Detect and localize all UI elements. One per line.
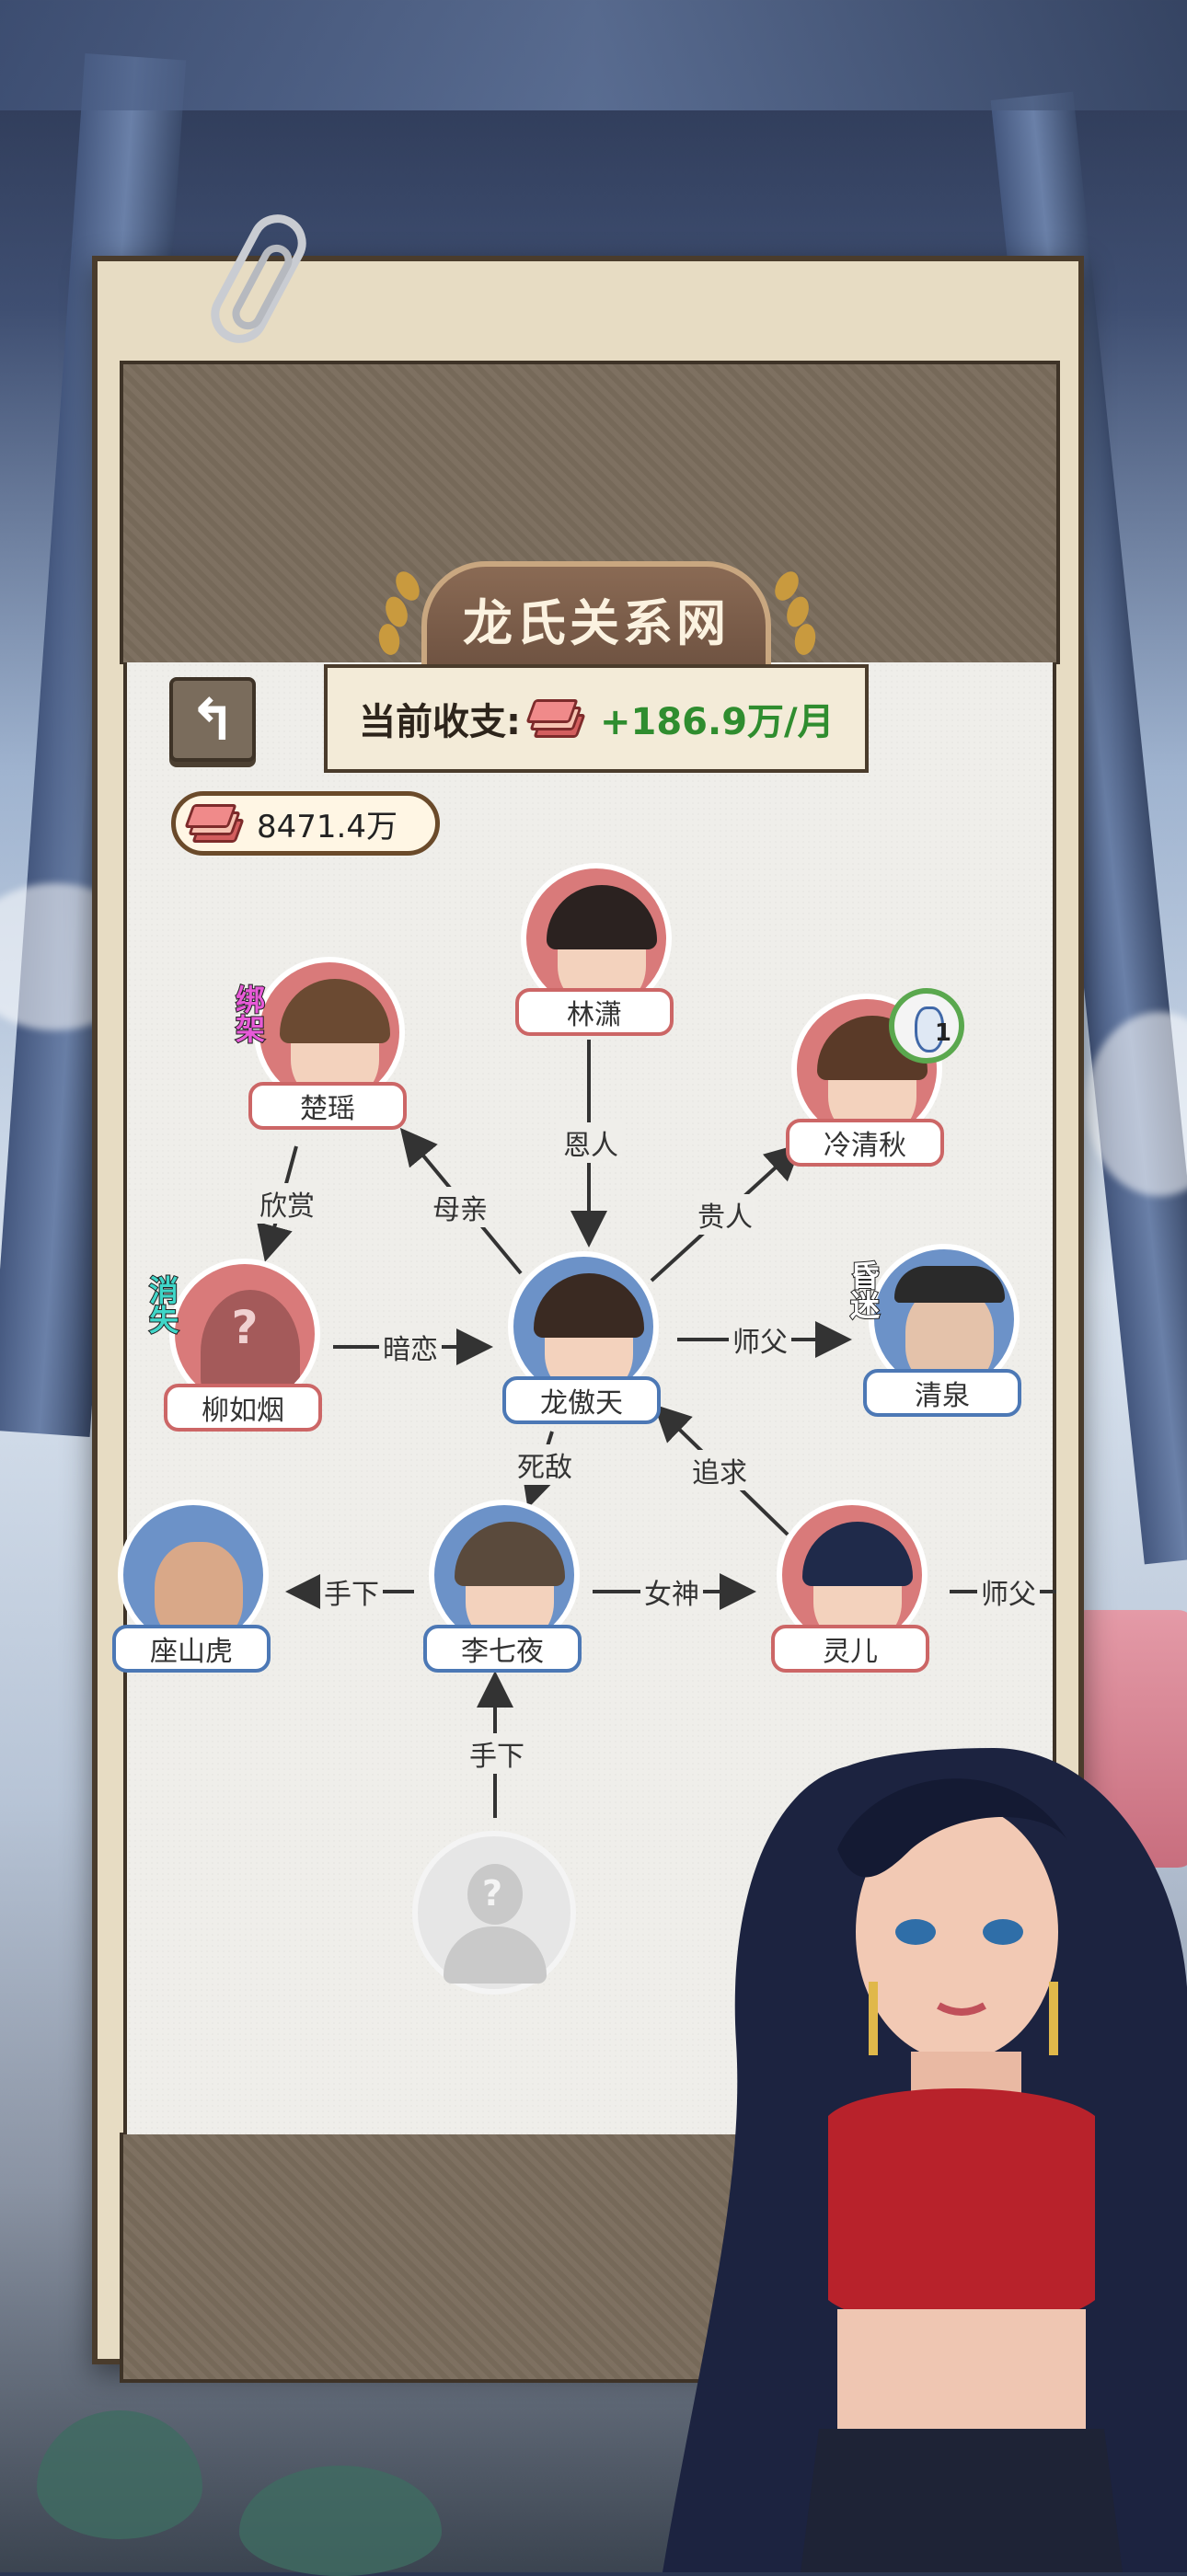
name-tag: 柳如烟	[164, 1384, 322, 1432]
character-node-linxiao[interactable]: 林潇	[502, 863, 686, 1047]
background-beam-top	[0, 0, 1187, 110]
edge-label-shifu1: 师父	[729, 1319, 791, 1360]
character-node-liqiye[interactable]: 李七夜	[410, 1500, 594, 1684]
edge-label-shouxia2: 手下	[466, 1733, 528, 1774]
vase-item-badge[interactable]: 1	[889, 988, 964, 1064]
name-tag: 灵儿	[771, 1625, 929, 1673]
edge-label-shifu2: 师父	[977, 1571, 1040, 1612]
edge-label-muqin: 母亲	[429, 1187, 491, 1227]
background-leaf	[239, 2466, 442, 2576]
background-leaf	[37, 2410, 202, 2539]
character-node-linger[interactable]: 灵儿	[758, 1500, 942, 1684]
edge-label-xinshang: 欣赏	[256, 1183, 318, 1224]
page-title: 龙氏关系网	[463, 592, 730, 652]
status-badge-coma: 昏迷	[845, 1259, 882, 1320]
status-badge-kidnapped: 绑架	[230, 983, 267, 1044]
name-tag: 龙傲天	[502, 1376, 661, 1424]
character-node-zuoshanhu[interactable]: 座山虎	[99, 1500, 283, 1684]
income-value: +186.9万/月	[600, 701, 835, 743]
character-node-longaotian[interactable]: 龙傲天	[490, 1251, 674, 1435]
edge-label-shouxia1: 手下	[320, 1571, 383, 1612]
edge-label-nvshen: 女神	[640, 1571, 703, 1612]
name-tag: 李七夜	[423, 1625, 582, 1673]
edge-label-zhuiqiu: 追求	[688, 1450, 751, 1490]
balance-pill: 8471.4万	[171, 791, 440, 856]
back-button[interactable]: ↰	[169, 677, 256, 762]
balance-value: 8471.4万	[257, 808, 398, 845]
character-node-chuyao[interactable]: 楚瑶	[236, 957, 420, 1141]
name-tag: 冷清秋	[786, 1119, 944, 1167]
unknown-mark: ?	[482, 1873, 503, 1914]
name-tag: 楚瑶	[248, 1082, 407, 1130]
status-badge-missing: 消失	[144, 1274, 180, 1335]
edge-label-enren: 恩人	[559, 1122, 622, 1163]
character-node-lengqingqiu[interactable]: 冷清秋	[773, 994, 957, 1178]
unknown-mark: ?	[231, 1301, 259, 1354]
back-arrow-icon: ↰	[189, 685, 236, 753]
income-panel: 当前收支: +186.9万/月	[324, 664, 869, 773]
character-node-qingquan[interactable]: 清泉	[850, 1244, 1034, 1428]
heroine-character-art	[663, 1748, 1187, 2572]
vase-icon	[915, 1006, 944, 1052]
item-count: 1	[934, 1019, 951, 1047]
income-label: 当前收支:	[359, 701, 521, 743]
name-tag: 座山虎	[112, 1625, 271, 1673]
name-tag: 清泉	[863, 1369, 1021, 1417]
edge-label-sidi: 死敌	[513, 1444, 576, 1485]
edge-label-guiren: 贵人	[694, 1194, 756, 1235]
character-node-liuruyan[interactable]: ? 柳如烟	[151, 1259, 335, 1443]
edge-label-anlian: 暗恋	[379, 1327, 442, 1367]
avatar	[508, 1251, 659, 1402]
locked-character-node[interactable]: ?	[412, 1831, 576, 1995]
name-tag: 林潇	[515, 988, 674, 1036]
